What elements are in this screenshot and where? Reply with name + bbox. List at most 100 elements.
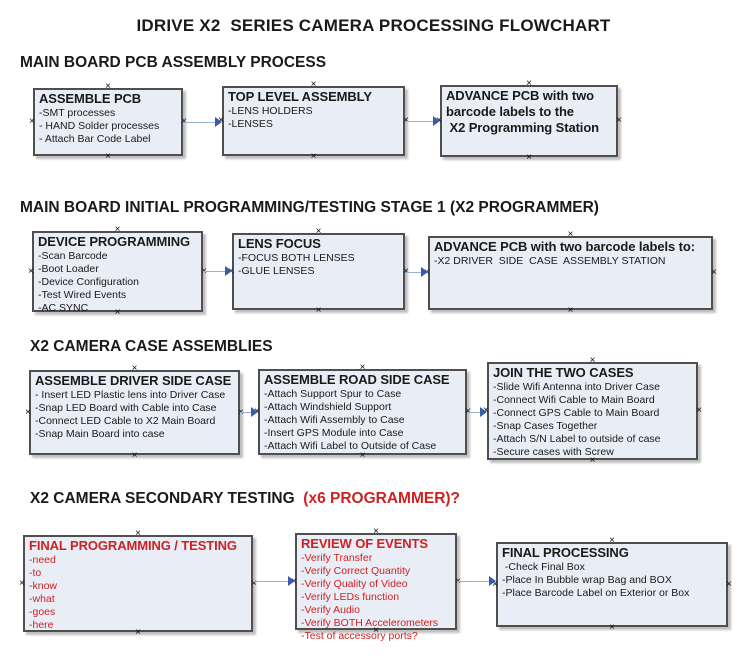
- section-heading-text: X2 CAMERA CASE ASSEMBLIES: [30, 338, 273, 355]
- connector-handle-icon: ×: [29, 116, 35, 127]
- connector-handle-icon: ×: [726, 578, 732, 590]
- box-line: -Snap Cases Together: [493, 420, 598, 432]
- flow-box-top-level-assembly: TOP LEVEL ASSEMBLY-LENS HOLDERS-LENSES××…: [218, 80, 409, 162]
- flow-arrow: [457, 576, 496, 586]
- box-line: -Scan Barcode: [38, 250, 108, 262]
- box-line: -X2 DRIVER SIDE CASE ASSEMBLY STATION: [434, 255, 666, 267]
- box-line: -LENSES: [228, 118, 273, 130]
- box-title: REVIEW OF EVENTS: [301, 536, 428, 551]
- flow-box-final-programming-testing: FINAL PROGRAMMING / TESTING-need-to-know…: [19, 529, 257, 638]
- box-line: -Verify LEDs function: [301, 591, 400, 603]
- box-line: -Snap Main Board into case: [35, 428, 165, 440]
- connector-handle-icon: ×: [609, 622, 615, 633]
- arrow-line: [240, 411, 253, 414]
- flow-box-review-of-events: REVIEW OF EVENTS-Verify Transfer-Verify …: [291, 527, 461, 643]
- box-line: -Attach Wifi Label to Outside of Case: [264, 440, 437, 452]
- connector-handle-icon: ×: [131, 450, 138, 461]
- flow-box-join-the-two-cases: JOIN THE TWO CASES-Slide Wifi Antenna in…: [483, 356, 702, 466]
- box-title: ASSEMBLE PCB: [39, 91, 142, 106]
- section-heading-text: MAIN BOARD INITIAL PROGRAMMING/TESTING S…: [20, 199, 599, 216]
- box-line: -Check Final Box: [502, 561, 585, 573]
- box-line: - HAND Solder processes: [39, 120, 160, 132]
- flow-box-assemble-driver-side-case: ASSEMBLE DRIVER SIDE CASE- Insert LED Pl…: [25, 364, 244, 461]
- flow-arrow: [203, 266, 232, 276]
- connector-handle-icon: ×: [28, 265, 34, 277]
- box-line: -Connect GPS Cable to Main Board: [493, 407, 660, 419]
- box-title: ADVANCE PCB with two barcode labels to:: [434, 239, 695, 254]
- flow-box-final-processing: FINAL PROCESSING -Check Final Box-Place …: [492, 536, 732, 633]
- box-line: -to: [29, 567, 42, 579]
- arrow-head-icon: [288, 576, 295, 586]
- box-line: -Verify Audio: [301, 604, 360, 616]
- box-line: - Insert LED Plastic lens into Driver Ca…: [35, 389, 226, 401]
- box-title: FINAL PROGRAMMING / TESTING: [29, 538, 237, 553]
- arrow-line: [457, 580, 491, 583]
- connector-handle-icon: ×: [526, 152, 532, 163]
- flow-arrow: [467, 407, 487, 417]
- arrow-line: [183, 121, 217, 124]
- connector-handle-icon: ×: [696, 405, 702, 416]
- box-line: -GLUE LENSES: [238, 265, 315, 277]
- box-title: FINAL PROCESSING: [502, 545, 629, 560]
- box-title: JOIN THE TWO CASES: [493, 365, 634, 380]
- arrow-head-icon: [225, 266, 232, 276]
- box-line: -Place In Bubble wrap Bag and BOX: [502, 574, 672, 586]
- box-line: -FOCUS BOTH LENSES: [238, 252, 355, 264]
- connector-handle-icon: ×: [315, 305, 322, 316]
- connector-handle-icon: ×: [105, 151, 111, 162]
- box-line: -Attach S/N Label to outside of case: [493, 433, 661, 445]
- box-line: -Place Barcode Label on Exterior or Box: [502, 587, 690, 599]
- box-title: TOP LEVEL ASSEMBLY: [228, 89, 372, 104]
- arrow-head-icon: [421, 267, 428, 277]
- box-title: ASSEMBLE ROAD SIDE CASE: [264, 372, 450, 387]
- connector-handle-icon: ×: [19, 577, 25, 589]
- section-heading: MAIN BOARD PCB ASSEMBLY PROCESS: [20, 54, 326, 72]
- flow-box-lens-focus: LENS FOCUS-FOCUS BOTH LENSES-GLUE LENSES…: [228, 227, 409, 316]
- flow-box-device-programming: DEVICE PROGRAMMING-Scan Barcode-Boot Loa…: [28, 225, 207, 318]
- section-heading-text: MAIN BOARD PCB ASSEMBLY PROCESS: [20, 54, 327, 71]
- arrow-head-icon: [480, 407, 487, 417]
- connector-handle-icon: ×: [711, 267, 717, 278]
- flow-box-advance-pcb-to-driver-side-station: ADVANCE PCB with two barcode labels to:-…: [424, 230, 717, 316]
- box-line: -Insert GPS Module into Case: [264, 427, 404, 439]
- flow-arrow: [240, 407, 258, 417]
- box-title: barcode labels to the: [446, 104, 574, 119]
- connector-handle-icon: ×: [616, 115, 622, 126]
- box-title: ADVANCE PCB with two: [446, 88, 594, 103]
- box-line: -here: [29, 619, 54, 631]
- box-line: -Boot Loader: [38, 263, 99, 275]
- box-line: -Slide Wifi Antenna into Driver Case: [493, 381, 660, 393]
- box-line: -Verify Correct Quantity: [301, 565, 411, 577]
- box-line: -need: [29, 554, 56, 566]
- flow-arrow: [183, 117, 222, 127]
- page-title: IDRIVE X2 SERIES CAMERA PROCESSING FLOWC…: [136, 16, 611, 35]
- section-heading: X2 CAMERA SECONDARY TESTING (x6 PROGRAMM…: [30, 490, 460, 508]
- arrow-head-icon: [251, 407, 258, 417]
- box-line: -SMT processes: [39, 107, 116, 119]
- flow-arrow: [405, 116, 440, 126]
- arrow-head-icon: [433, 116, 440, 126]
- section-heading: X2 CAMERA CASE ASSEMBLIES: [30, 338, 273, 356]
- box-line: -Attach Windshield Support: [264, 401, 392, 413]
- flow-arrow: [405, 267, 428, 277]
- box-title: ASSEMBLE DRIVER SIDE CASE: [35, 373, 232, 388]
- flow-arrow: [253, 576, 295, 586]
- box-line: -Verify Quality of Video: [301, 578, 408, 590]
- box-line: -LENS HOLDERS: [228, 105, 313, 117]
- box-line: -Device Configuration: [38, 276, 139, 288]
- arrow-line: [405, 120, 435, 123]
- box-title: X2 Programming Station: [446, 120, 600, 135]
- box-line: - Attach Bar Code Label: [39, 133, 151, 145]
- arrow-line: [253, 580, 290, 583]
- box-title: DEVICE PROGRAMMING: [38, 234, 191, 249]
- box-line: -Verify Transfer: [301, 552, 373, 564]
- box-title: LENS FOCUS: [238, 236, 321, 251]
- flow-box-assemble-road-side-case: ASSEMBLE ROAD SIDE CASE-Attach Support S…: [254, 363, 471, 461]
- arrow-line: [203, 270, 227, 273]
- box-line: -Connect LED Cable to X2 Main Board: [35, 415, 216, 427]
- box-line: -Attach Wifi Assembly to Case: [264, 414, 405, 426]
- section-heading-text: X2 CAMERA SECONDARY TESTING: [30, 490, 304, 507]
- box-line: -Test Wired Events: [38, 289, 127, 301]
